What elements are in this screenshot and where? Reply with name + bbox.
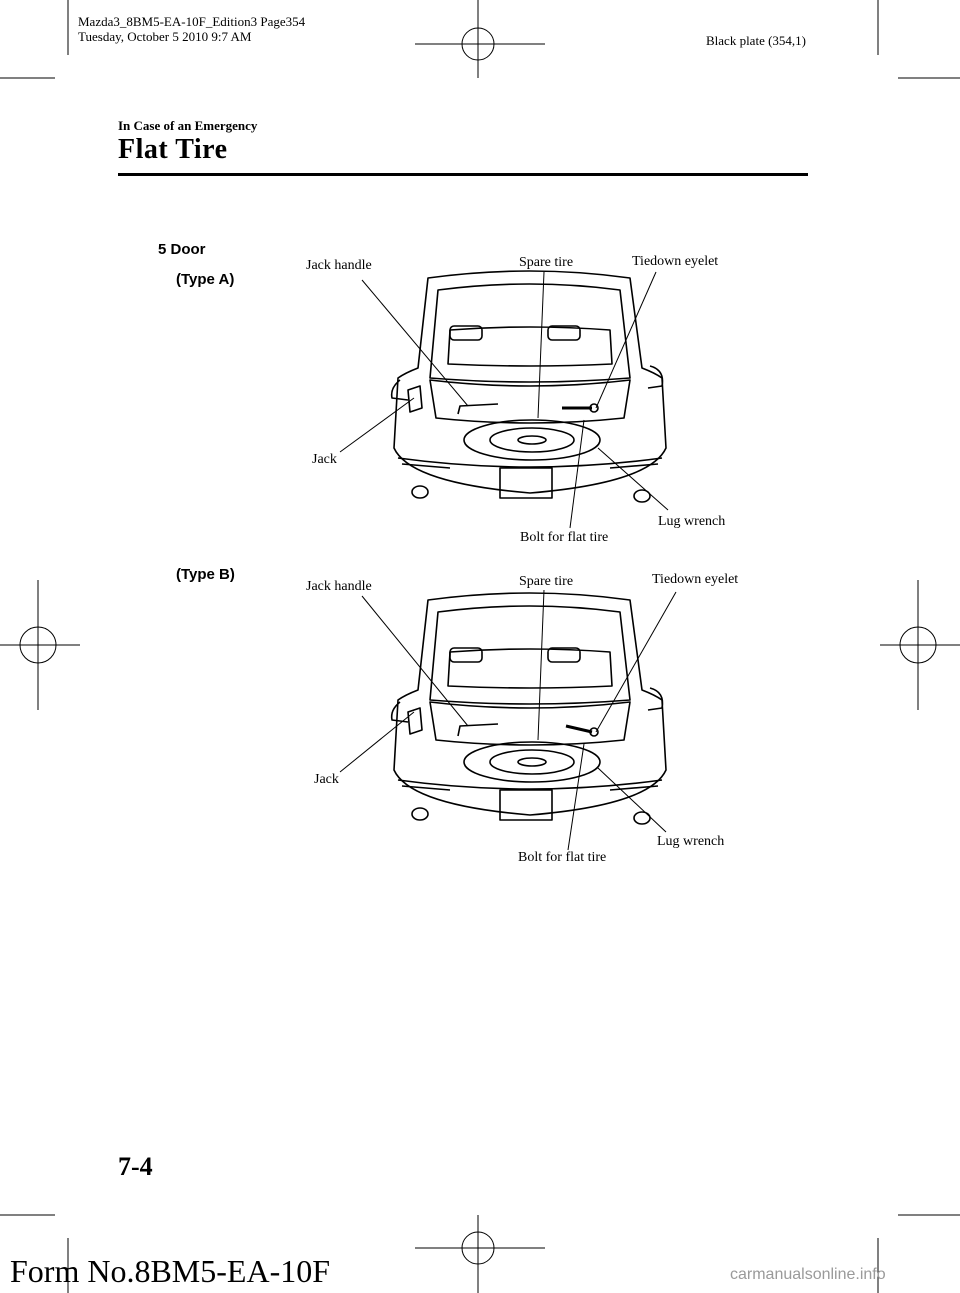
- plate-label: Black plate (354,1): [706, 33, 806, 48]
- callout-jack-a: Jack: [312, 452, 337, 467]
- callout-tiedown-eyelet-a: Tiedown eyelet: [632, 254, 719, 269]
- callout-bolt-a: Bolt for flat tire: [520, 530, 609, 545]
- body-variant-label: 5 Door: [158, 241, 206, 258]
- type-b-label: (Type B): [176, 566, 235, 583]
- callout-spare-tire-b: Spare tire: [519, 574, 574, 589]
- callout-lug-wrench-b: Lug wrench: [657, 834, 725, 849]
- cargo-area-illustration-a: [390, 270, 667, 503]
- callout-spare-tire-a: Spare tire: [519, 255, 574, 270]
- cargo-area-illustration-b: [390, 592, 667, 825]
- watermark: carmanualsonline.info: [730, 1266, 886, 1283]
- print-header-line2: Tuesday, October 5 2010 9:7 AM: [78, 29, 252, 44]
- callout-bolt-b: Bolt for flat tire: [518, 850, 607, 865]
- callout-jack-b: Jack: [314, 772, 339, 787]
- type-a-label: (Type A): [176, 271, 235, 288]
- section-label: In Case of an Emergency: [118, 118, 258, 133]
- callout-jack-handle-a: Jack handle: [306, 258, 372, 273]
- form-number: Form No.8BM5-EA-10F: [10, 1253, 331, 1289]
- page-title: Flat Tire: [118, 134, 228, 165]
- callout-lug-wrench-a: Lug wrench: [658, 514, 726, 529]
- print-header-line1: Mazda3_8BM5-EA-10F_Edition3 Page354: [78, 14, 306, 29]
- title-rule: [118, 173, 808, 176]
- page-number: 7-4: [118, 1152, 153, 1181]
- callout-jack-handle-b: Jack handle: [306, 579, 372, 594]
- callout-tiedown-eyelet-b: Tiedown eyelet: [652, 572, 739, 587]
